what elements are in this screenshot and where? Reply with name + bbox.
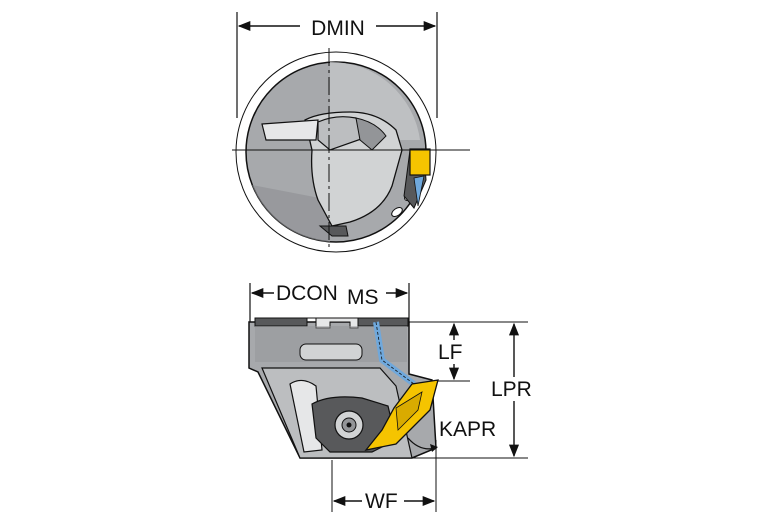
insert-top-view (409, 148, 431, 176)
dcon-label: DCON (276, 282, 338, 305)
lf-label: LF (438, 341, 463, 364)
wf-label: WF (365, 490, 398, 513)
top-view: DMIN (232, 12, 470, 253)
dmin-label: DMIN (311, 17, 365, 40)
side-view: DCON MS LF (248, 281, 536, 514)
dmin-circle (235, 51, 437, 253)
kapr-label: KAPR (439, 418, 496, 441)
ms-label: MS (347, 286, 379, 309)
lpr-label: LPR (491, 378, 532, 401)
